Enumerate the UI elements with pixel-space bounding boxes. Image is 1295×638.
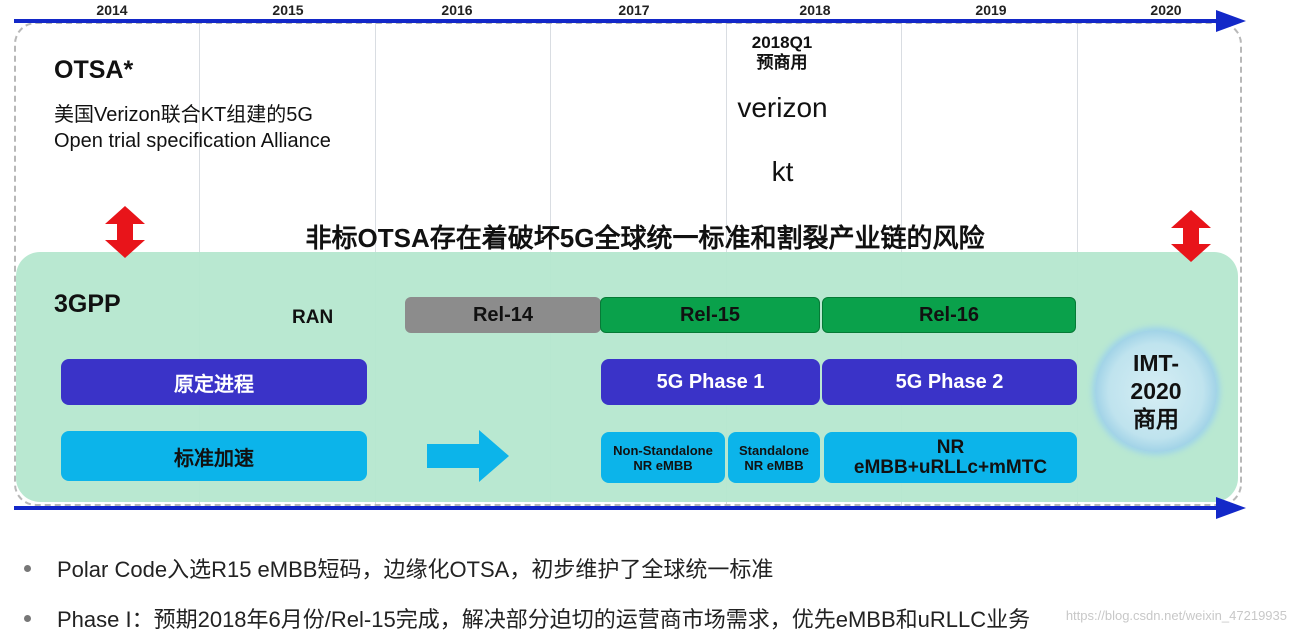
otsa-description: 美国Verizon联合KT组建的5G Open trial specificat… [54, 102, 331, 154]
ran-label: RAN [292, 307, 334, 328]
otsa-title: OTSA* [54, 56, 134, 84]
phase-1-bar: 5G Phase 1 [601, 359, 820, 405]
risk-statement: 非标OTSA存在着破坏5G全球统一标准和割裂产业链的风险 [305, 223, 985, 253]
nr-line1: NR [936, 436, 965, 458]
bullet-dot-icon [24, 614, 31, 622]
risk-double-arrow-icon-left [105, 206, 145, 258]
original-progress-bar: 原定进程 [61, 359, 367, 405]
precommercial-date: 2018Q1 [751, 33, 813, 52]
non-standalone-bar: Non-Standalone NR eMBB [601, 432, 725, 483]
3gpp-title: 3GPP [54, 290, 121, 318]
phase-2-bar: 5G Phase 2 [822, 359, 1077, 405]
imt-line2: 2020 [1130, 378, 1182, 404]
imt-line3: 商用 [1132, 406, 1179, 432]
bullet-item: Polar Code入选R15 eMBB短码，边缘化OTSA，初步维护了全球统一… [24, 552, 773, 584]
nsa-line1: Non-Standalone [613, 442, 713, 458]
otsa-desc-line2: Open trial specification Alliance [54, 130, 331, 152]
bullet-item: Phase I：预期2018年6月份/Rel-15完成，解决部分迫切的运营商市场… [24, 602, 1030, 634]
top-timeline [14, 19, 1219, 23]
rel-14-bar: Rel-14 [405, 297, 601, 333]
risk-double-arrow-icon-right [1171, 210, 1211, 262]
rel-16-bar: Rel-16 [822, 297, 1076, 333]
year-label-2016: 2016 [441, 2, 473, 18]
accelerate-arrow-icon [427, 430, 509, 482]
nr-bar: NR eMBB+uRLLc+mMTC [824, 432, 1077, 483]
imt-line1: IMT- [1132, 350, 1179, 376]
imt-2020-badge: IMT- 2020 商用 [1095, 330, 1217, 452]
year-label-2020: 2020 [1150, 2, 1182, 18]
standalone-bar: Standalone NR eMBB [728, 432, 820, 483]
watermark: https://blog.csdn.net/weixin_47219935 [1065, 608, 1287, 623]
bottom-timeline [14, 506, 1219, 510]
kt-logo: kt [771, 156, 794, 187]
verizon-logo: verizon [737, 92, 828, 123]
sa-line1: Standalone [738, 442, 810, 458]
sa-line2: NR eMBB [744, 457, 804, 473]
year-label-2015: 2015 [272, 2, 304, 18]
otsa-region [14, 22, 1242, 506]
otsa-desc-line1: 美国Verizon联合KT组建的5G [54, 104, 313, 126]
year-label-2018: 2018 [799, 2, 831, 18]
year-label-2014: 2014 [96, 2, 128, 18]
bullet-text: Polar Code入选R15 eMBB短码，边缘化OTSA，初步维护了全球统一… [57, 557, 774, 582]
bullet-dot-icon [24, 564, 31, 572]
top-timeline-arrow-icon [1216, 10, 1246, 32]
bullet-text: Phase I：预期2018年6月份/Rel-15完成，解决部分迫切的运营商市场… [57, 607, 1031, 632]
year-label-2017: 2017 [618, 2, 650, 18]
nr-line2: eMBB+uRLLc+mMTC [853, 456, 1048, 478]
nsa-line2: NR eMBB [633, 457, 693, 473]
year-label-2019: 2019 [975, 2, 1007, 18]
precommercial-label: 2018Q1 预商用 [732, 33, 832, 73]
rel-15-bar: Rel-15 [600, 297, 820, 333]
bottom-timeline-arrow-icon [1216, 497, 1246, 519]
accelerate-bar: 标准加速 [61, 431, 367, 481]
precommercial-text: 预商用 [756, 53, 808, 72]
